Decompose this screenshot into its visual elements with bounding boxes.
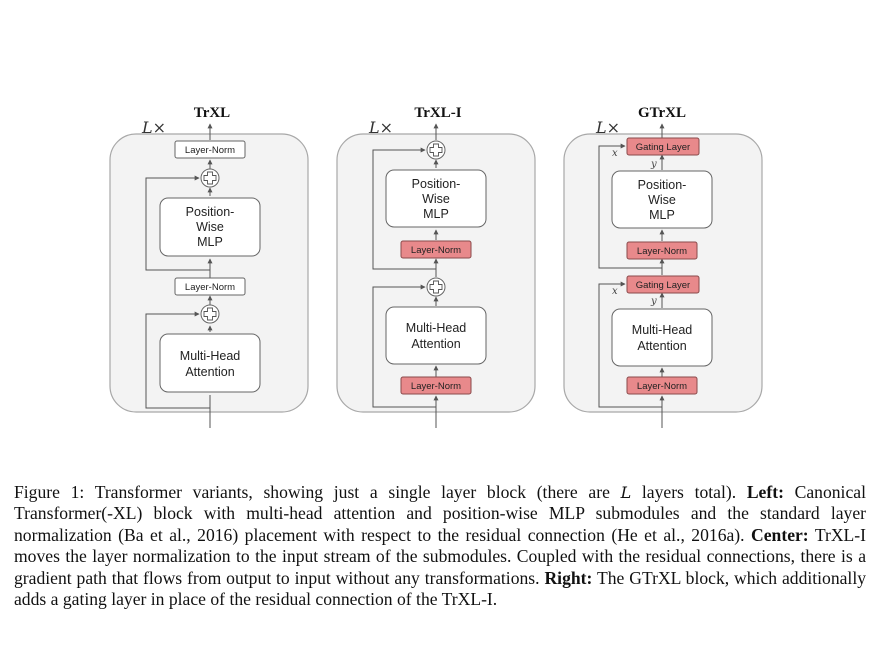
layer-norm-label: Layer-Norm [185,282,235,293]
caption-intro: Transformer variants, showing just a sin… [94,482,610,502]
mlp-label-line: MLP [197,235,223,249]
residual-add-icon [200,304,220,324]
mlp-label-line: Wise [648,193,676,207]
caption-left-text: Canonical Transformer(-XL) block with mu… [14,482,866,545]
layer-norm-box [174,140,246,159]
attention-label-line: Attention [185,365,234,379]
mlp-label-line: MLP [649,208,675,222]
layer-norm-box [400,376,472,395]
caption-right-label: Right: [544,567,593,588]
architecture-figure: TrXL L× Layer-Norm Position- Wise MLP La… [109,105,763,428]
caption-label: Figure 1: [14,482,85,502]
gate-y-label: y [650,159,657,170]
mlp-label-line: Wise [196,220,224,234]
panel-title: TrXL [194,105,230,121]
gating-layer-box [626,275,700,294]
layer-repeat-label: L× [141,118,166,137]
caption-right-text: The GTrXL block, which additionally adds… [14,567,867,610]
layer-norm-label: Layer-Norm [411,381,461,392]
gating-layer-label: Gating Layer [636,280,690,291]
gate-y-label: y [650,296,657,307]
multi-head-attention-box [159,333,261,393]
layer-norm-label: Layer-Norm [637,246,687,257]
mlp-label-line: Position- [412,177,461,191]
position-wise-mlp-box [159,197,261,257]
layer-norm-box [626,241,698,260]
mlp-label-line: Position- [186,205,235,219]
panel-trxl-i: TrXL-I L× Position- Wise MLP Layer-Norm … [336,105,536,428]
layer-norm-label: Layer-Norm [411,245,461,256]
layer-repeat-label: L× [595,118,620,137]
gating-layer-label: Gating Layer [636,142,690,153]
caption-left-label: Left: [746,482,784,502]
caption-l-symbol: L [620,483,632,502]
gate-x-label: x [612,148,618,159]
mlp-label-line: MLP [423,207,449,221]
layer-norm-box [174,277,246,296]
panel-trxl: TrXL L× Layer-Norm Position- Wise MLP La… [109,105,309,428]
gate-x-label: x [612,286,618,297]
gating-layer-box [626,137,700,156]
attention-label-line: Multi-Head [180,349,240,363]
multi-head-attention-box [611,308,713,367]
layer-norm-box [400,240,472,259]
layer-norm-label: Layer-Norm [637,381,687,392]
residual-add-icon [426,277,446,297]
attention-label-line: Attention [637,339,686,353]
mlp-label-line: Position- [638,178,687,192]
layer-norm-box [626,376,698,395]
caption-intro-end: layers total). [641,482,737,502]
caption-center-text: TrXL-I moves the layer normalization to … [14,524,866,588]
position-wise-mlp-box [385,169,487,228]
mlp-label-line: Wise [422,192,450,206]
attention-label-line: Multi-Head [406,321,466,335]
attention-label-line: Attention [411,337,460,351]
position-wise-mlp-box [611,170,713,229]
layer-repeat-label: L× [368,118,393,137]
panel-title: GTrXL [638,105,686,121]
panel-title: TrXL-I [414,105,461,121]
residual-add-icon [200,168,220,188]
residual-add-icon [426,140,446,160]
multi-head-attention-box [385,306,487,365]
caption-center-label: Center: [751,524,809,545]
layer-norm-label: Layer-Norm [185,145,235,156]
panel-gtrxl: GTrXL L× Gating Layer x y Position- Wise… [563,105,763,428]
figure-caption: Figure 1: Transformer variants, showing … [14,482,866,610]
attention-label-line: Multi-Head [632,323,692,337]
